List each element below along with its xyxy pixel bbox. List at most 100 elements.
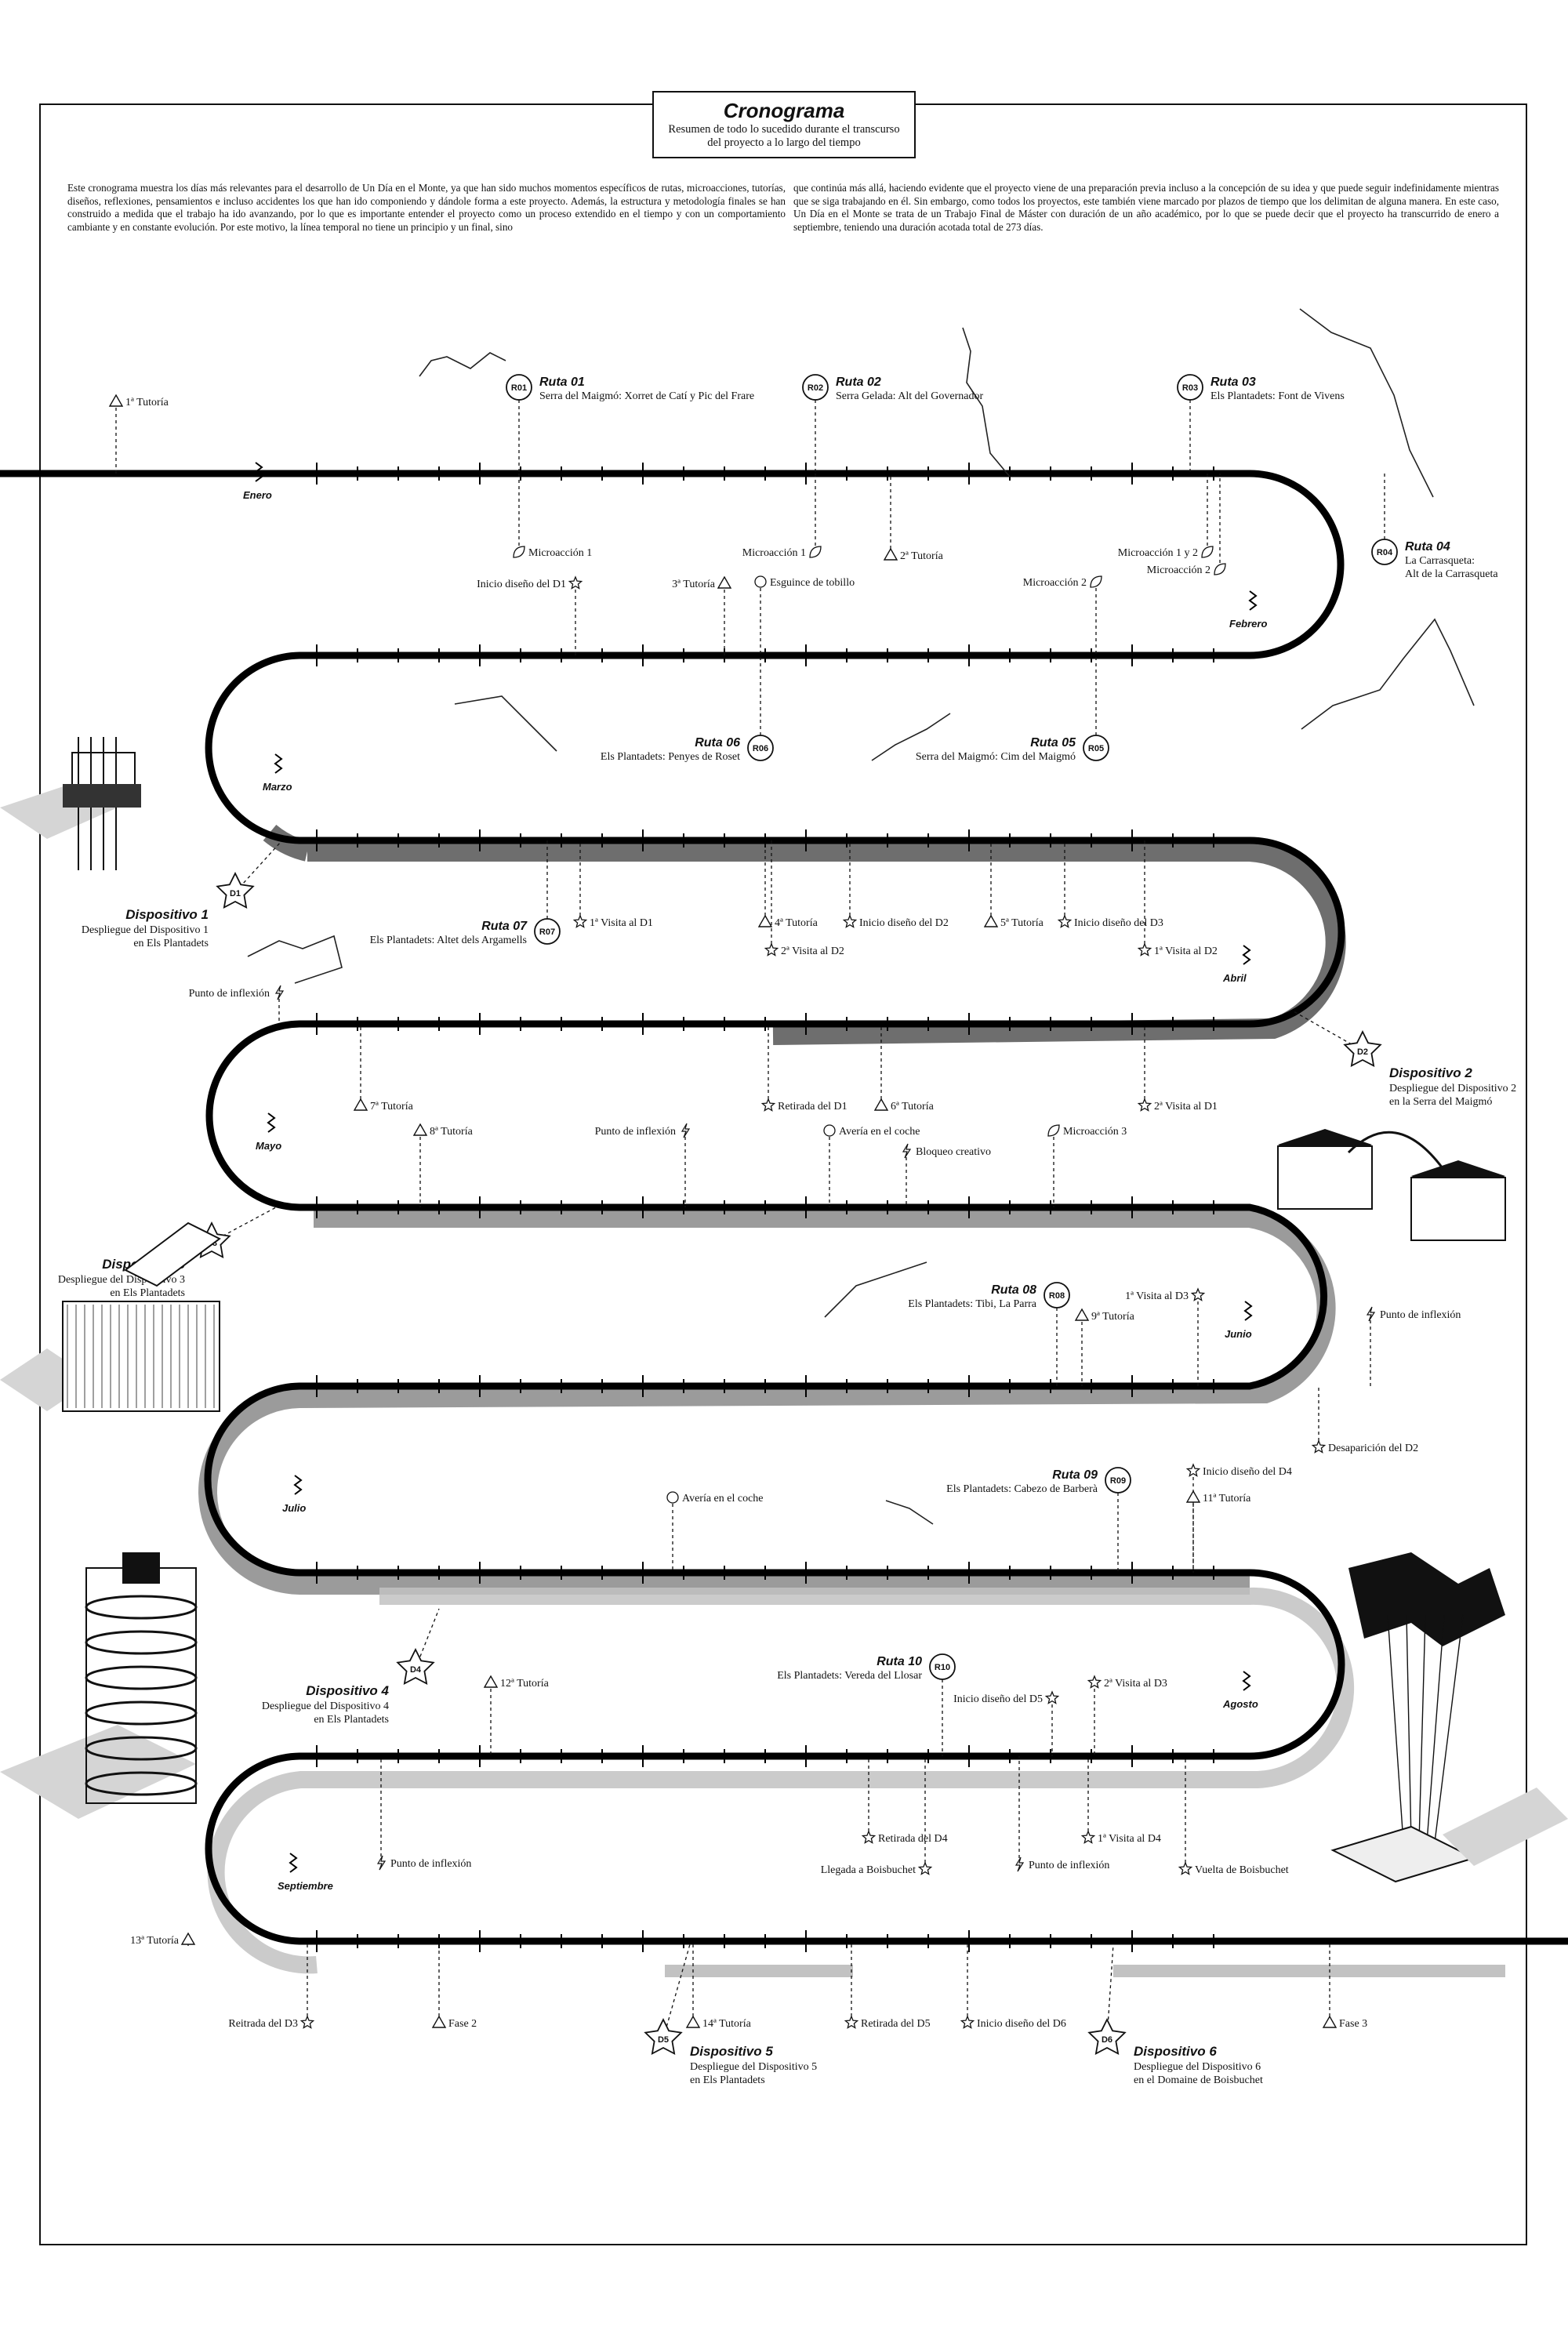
- event-label-48: Inicio diseño del D6: [977, 2018, 1066, 2030]
- star-icon: [760, 1098, 776, 1112]
- event-label-43: 13ª Tutoría: [130, 1935, 180, 1947]
- route-badge: [929, 1653, 956, 1680]
- route-sketch: [419, 352, 506, 377]
- star-shape: [1178, 1861, 1193, 1875]
- route-badge: [1371, 539, 1398, 565]
- route-badge: [506, 374, 532, 401]
- star-icon: [1311, 1439, 1327, 1454]
- device-connector: [234, 841, 281, 893]
- event-label-28: 1ª Visita al D3: [1125, 1290, 1189, 1302]
- leaf-shape: [1047, 1124, 1060, 1137]
- device-badge-code-3: D4: [410, 1665, 422, 1675]
- month-label-abril: Abril: [1222, 972, 1247, 984]
- leaf-icon: [1047, 1124, 1060, 1137]
- triangle-shape: [873, 1098, 889, 1111]
- route-name-3: Ruta 04: [1405, 540, 1450, 554]
- page-title: Cronograma: [723, 99, 845, 122]
- star-icon: [842, 914, 858, 928]
- face-icon: [823, 1124, 836, 1137]
- face-shape: [666, 1491, 679, 1504]
- ring: [85, 1595, 198, 1620]
- triangle-icon: [1185, 1490, 1201, 1503]
- triangle-shape: [431, 2015, 447, 2028]
- device-name-3: Dispositivo 4: [306, 1683, 389, 1698]
- triangle-shape: [883, 547, 898, 561]
- triangle-icon: [180, 1932, 196, 1945]
- star-shape: [572, 914, 588, 928]
- route-name-7: Ruta 08: [991, 1283, 1036, 1297]
- device-connector: [415, 1608, 440, 1669]
- triangle-shape: [180, 1932, 196, 1945]
- route-name-8: Ruta 09: [1052, 1468, 1098, 1482]
- device-line2-0: en Els Plantadets: [133, 938, 209, 949]
- bolt-shape: [902, 1143, 912, 1159]
- device-badge-code-0: D1: [230, 889, 241, 898]
- triangle-shape: [1322, 2015, 1338, 2028]
- month-label-enero: Enero: [243, 489, 272, 501]
- event-label-8: Microacción 1 y 2: [1118, 547, 1198, 559]
- route-badge-code-5: R06: [753, 744, 768, 753]
- route-badge: [1083, 735, 1109, 761]
- box-a: [1277, 1145, 1373, 1210]
- event-label-22: 8ª Tutoría: [430, 1126, 474, 1138]
- star-icon: [844, 2015, 859, 2029]
- star-shape: [842, 914, 858, 928]
- star-shape: [299, 2015, 315, 2029]
- cage: [62, 1301, 220, 1412]
- timeline-shadow-segment: [665, 1965, 853, 1977]
- month-break-icon: [289, 1853, 298, 1873]
- star-shape: [844, 2015, 859, 2029]
- ring: [85, 1771, 198, 1796]
- event-label-9: Microacción 2: [1147, 564, 1210, 576]
- triangle-icon: [983, 914, 999, 927]
- route-name-4: Ruta 05: [1030, 736, 1076, 750]
- star-shape: [1190, 1287, 1206, 1301]
- star-icon: [568, 575, 583, 590]
- route-desc-7: Els Plantadets: Tibi, La Parra: [908, 1298, 1037, 1310]
- star-icon: [1137, 942, 1152, 956]
- leaf-shape: [809, 546, 822, 558]
- event-label-44: Reitrada del D3: [228, 2018, 298, 2030]
- star-shape: [861, 1830, 877, 1844]
- route-desc2-3: Alt de la Carrasqueta: [1405, 568, 1498, 580]
- star-icon: [764, 942, 779, 956]
- event-label-32: Inicio diseño del D4: [1203, 1466, 1292, 1478]
- month-break-icon: [1242, 1671, 1251, 1691]
- event-label-27: 9ª Tutoría: [1091, 1311, 1135, 1323]
- device-name-4: Dispositivo 5: [690, 2044, 773, 2059]
- triangle-icon: [883, 547, 898, 561]
- route-name-1: Ruta 02: [836, 376, 881, 389]
- month-label-julio: Julio: [282, 1502, 306, 1514]
- triangle-shape: [412, 1123, 428, 1136]
- triangle-shape: [717, 575, 732, 589]
- triangle-shape: [983, 914, 999, 927]
- timeline-shadow-band: [198, 1209, 1336, 1595]
- month-label-junio: Junio: [1225, 1328, 1252, 1340]
- route-name-9: Ruta 10: [877, 1655, 922, 1668]
- page-subtitle: Resumen de todo lo sucedido durante el t…: [668, 123, 900, 149]
- bolt-icon: [274, 985, 285, 1000]
- triangle-shape: [1074, 1308, 1090, 1321]
- route-desc-4: Serra del Maigmó: Cim del Maigmó: [916, 751, 1076, 763]
- route-sketch: [247, 935, 343, 984]
- route-badge-code-2: R03: [1182, 383, 1198, 393]
- event-label-42: Vuelta de Boisbuchet: [1195, 1864, 1289, 1876]
- device-3-illustration: [0, 1221, 221, 1412]
- event-label-41: 1ª Visita al D4: [1098, 1833, 1161, 1845]
- lid: [124, 1221, 221, 1287]
- event-label-36: 2ª Visita al D3: [1104, 1678, 1167, 1690]
- star-icon: [1137, 1098, 1152, 1112]
- device-2-illustration: [1277, 1129, 1506, 1241]
- device-line1-4: Despliegue del Dispositivo 5: [690, 2061, 817, 2073]
- event-label-14: Inicio diseño del D3: [1074, 917, 1163, 929]
- star-icon: [861, 1830, 877, 1844]
- string: [1406, 1614, 1412, 1843]
- device-star-icon: [644, 2017, 683, 2056]
- route-desc-5: Els Plantadets: Penyes de Roset: [601, 751, 740, 763]
- month-label-marzo: Marzo: [263, 781, 292, 793]
- leaf-shape: [1090, 575, 1102, 588]
- event-label-31: Avería en el coche: [682, 1493, 764, 1504]
- event-label-29: Punto de inflexión: [1380, 1309, 1461, 1321]
- triangle-shape: [353, 1098, 368, 1111]
- event-label-16: 1ª Visita al D2: [1154, 946, 1218, 957]
